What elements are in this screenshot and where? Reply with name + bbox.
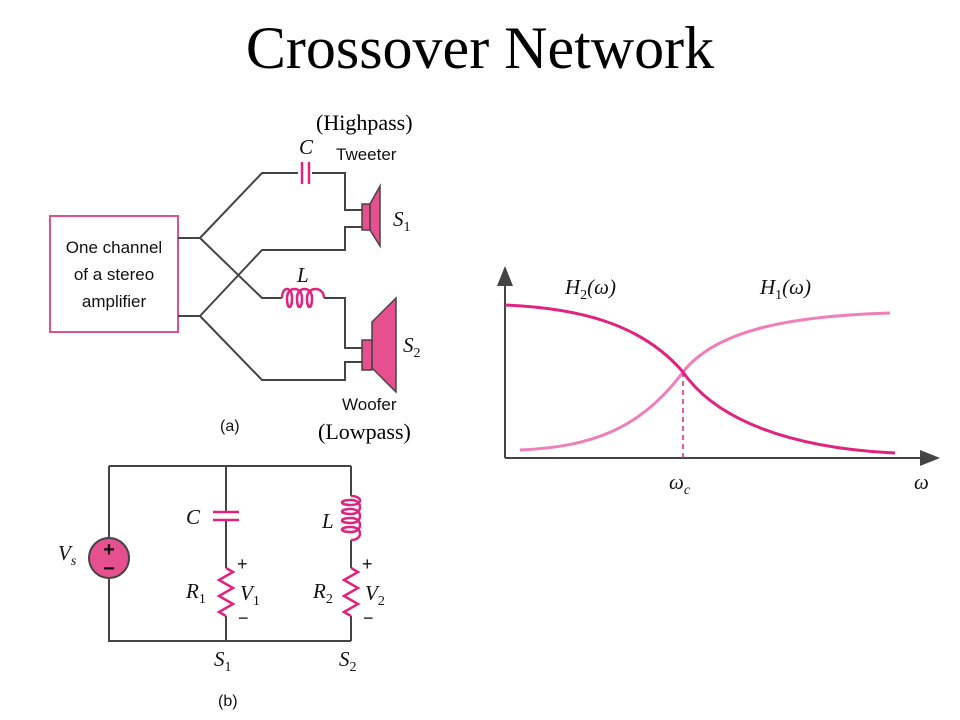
h2-curve bbox=[504, 303, 896, 455]
caption-b: (b) bbox=[218, 693, 238, 710]
page-title: Crossover Network bbox=[245, 15, 715, 81]
resistor-r2 bbox=[341, 566, 361, 618]
node-s1-label: S1 bbox=[214, 647, 232, 675]
diagram-a: One channel of a stereo amplifier C Twee… bbox=[49, 135, 421, 435]
amplifier-box bbox=[49, 215, 179, 333]
inductor-label: L bbox=[296, 263, 309, 287]
h1-label: H1(ω) bbox=[759, 275, 811, 303]
source-minus: − bbox=[103, 558, 115, 580]
lowpass-note: (Lowpass) bbox=[318, 419, 411, 444]
v1-label: V1 bbox=[240, 581, 260, 609]
v1-minus: − bbox=[238, 608, 249, 628]
source-label: Vs bbox=[58, 541, 77, 569]
highpass-note: (Highpass) bbox=[316, 110, 413, 135]
amplifier-label-line1: One channel bbox=[66, 238, 162, 257]
resistor-r1 bbox=[216, 566, 236, 618]
r1-label: R1 bbox=[185, 579, 206, 607]
voltage-source: + − bbox=[88, 537, 130, 580]
v2-plus: + bbox=[362, 554, 373, 574]
amplifier-label-line2: of a stereo bbox=[74, 265, 154, 284]
capacitor-c bbox=[300, 162, 311, 184]
r2-label: R2 bbox=[312, 579, 333, 607]
capacitor-label-b: C bbox=[186, 505, 201, 529]
woofer-label: Woofer bbox=[342, 395, 397, 414]
v2-minus: − bbox=[363, 608, 374, 628]
x-axis-label: ω bbox=[914, 470, 929, 494]
diagram-b: + − Vs C R1 + V1 − L R2 + V2 − S1 S2 (b) bbox=[58, 465, 385, 710]
inductor-l-b bbox=[340, 494, 362, 542]
source-plus: + bbox=[103, 539, 115, 561]
amplifier-label-line3: amplifier bbox=[82, 292, 147, 311]
speaker1-label: S1 bbox=[393, 207, 411, 235]
capacitor-label: C bbox=[299, 135, 314, 159]
v1-plus: + bbox=[237, 554, 248, 574]
woofer-speaker bbox=[361, 296, 397, 394]
caption-a: (a) bbox=[220, 418, 240, 435]
wiring-b bbox=[108, 465, 352, 642]
tweeter-speaker bbox=[361, 183, 381, 249]
speaker2-label: S2 bbox=[403, 333, 421, 361]
omega-c-label: ωc bbox=[669, 470, 691, 498]
h2-label: H2(ω) bbox=[564, 275, 616, 303]
v2-label: V2 bbox=[365, 581, 385, 609]
tweeter-label: Tweeter bbox=[336, 145, 397, 164]
capacitor-c-b bbox=[213, 510, 239, 522]
response-graph: H2(ω) H1(ω) ωc ω bbox=[497, 266, 940, 498]
node-s2-label: S2 bbox=[339, 647, 357, 675]
inductor-l bbox=[280, 287, 326, 309]
wiring-a bbox=[178, 172, 362, 381]
h1-curve bbox=[519, 311, 891, 452]
inductor-label-b: L bbox=[321, 509, 334, 533]
